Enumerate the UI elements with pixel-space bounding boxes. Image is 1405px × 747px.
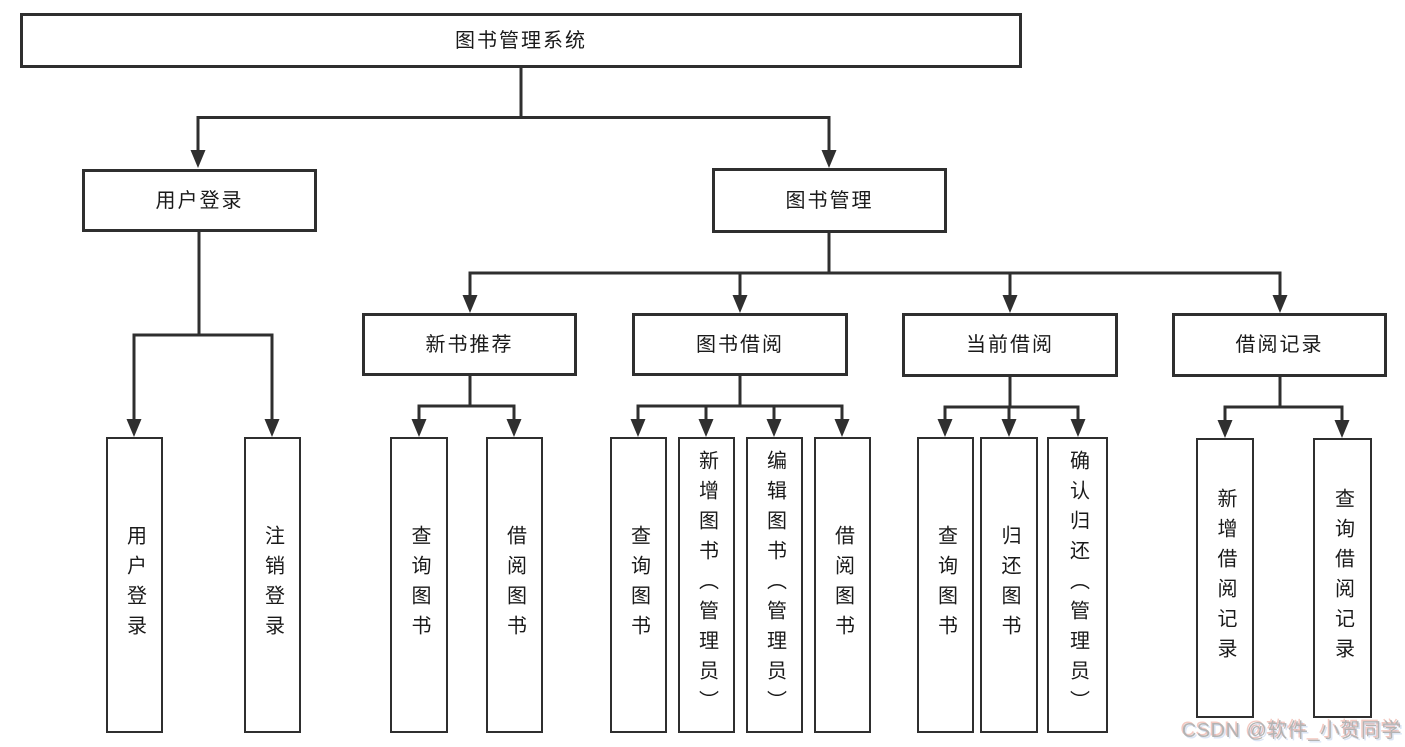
leaf-add-book-admin: 新增图书（管理员） bbox=[678, 437, 735, 733]
arrowhead-group bbox=[126, 150, 1350, 438]
connector-stroke-group bbox=[132, 67, 1344, 421]
node-new-book-recommend: 新书推荐 bbox=[362, 313, 577, 376]
node-user-login: 用户登录 bbox=[82, 169, 317, 232]
node-book-management: 图书管理 bbox=[712, 168, 947, 233]
node-borrow-records: 借阅记录 bbox=[1172, 313, 1387, 377]
leaf-query-book-current: 查询图书 bbox=[917, 437, 974, 733]
leaf-query-book-borrow: 查询图书 bbox=[610, 437, 667, 733]
node-book-borrow: 图书借阅 bbox=[632, 313, 848, 376]
leaf-query-borrow-record: 查询借阅记录 bbox=[1313, 438, 1372, 718]
leaf-user-login: 用户登录 bbox=[106, 437, 163, 733]
leaf-return-book: 归还图书 bbox=[980, 437, 1038, 733]
leaf-logout: 注销登录 bbox=[244, 437, 301, 733]
leaf-confirm-return-admin: 确认归还（管理员） bbox=[1047, 437, 1108, 733]
watermark-text: CSDN @软件_小贺同学 bbox=[1181, 720, 1402, 742]
leaf-add-borrow-record: 新增借阅记录 bbox=[1196, 438, 1254, 718]
node-root: 图书管理系统 bbox=[20, 13, 1022, 68]
leaf-query-book-recommend: 查询图书 bbox=[390, 437, 448, 733]
leaf-borrow-book: 借阅图书 bbox=[814, 437, 871, 733]
node-current-borrow: 当前借阅 bbox=[902, 313, 1118, 377]
leaf-edit-book-admin: 编辑图书（管理员） bbox=[746, 437, 803, 733]
leaf-borrow-book-recommend: 借阅图书 bbox=[486, 437, 543, 733]
